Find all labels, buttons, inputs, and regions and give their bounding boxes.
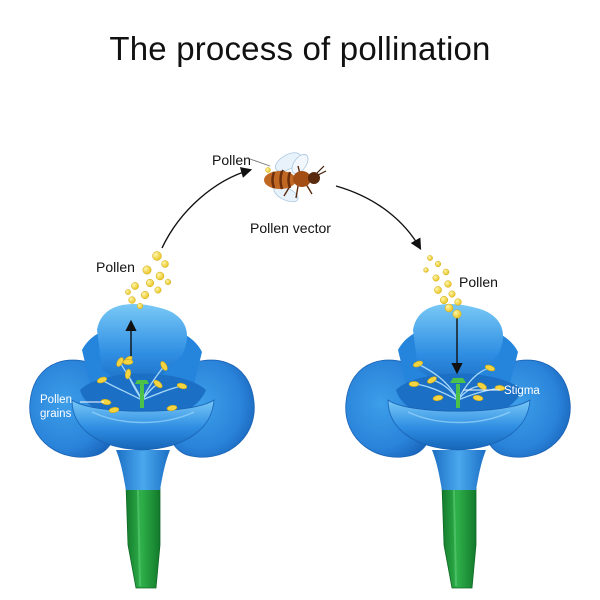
flower-icon bbox=[344, 303, 572, 589]
pollen-grains-label-line2: grains bbox=[40, 408, 72, 420]
to-bee-arrow bbox=[161, 167, 253, 249]
left-flower bbox=[28, 303, 256, 589]
flower-icon bbox=[28, 303, 256, 589]
stigma-label: Stigma bbox=[504, 385, 540, 397]
pollen-label-left: Pollen bbox=[96, 259, 135, 275]
bee-pollen-pointer bbox=[249, 158, 271, 167]
right-flower bbox=[344, 303, 572, 589]
pollen-cluster-left bbox=[125, 251, 172, 310]
pollen-cluster-right bbox=[423, 255, 462, 319]
pollen-grains-label-line1: Pollen bbox=[40, 394, 72, 406]
pollen-label-right: Pollen bbox=[459, 274, 498, 290]
page-title: The process of pollination bbox=[109, 30, 491, 67]
pollen-label-bee: Pollen bbox=[212, 152, 251, 168]
pollen-vector-label: Pollen vector bbox=[250, 220, 331, 236]
bee-icon bbox=[262, 147, 328, 207]
from-bee-arrow bbox=[335, 185, 422, 250]
